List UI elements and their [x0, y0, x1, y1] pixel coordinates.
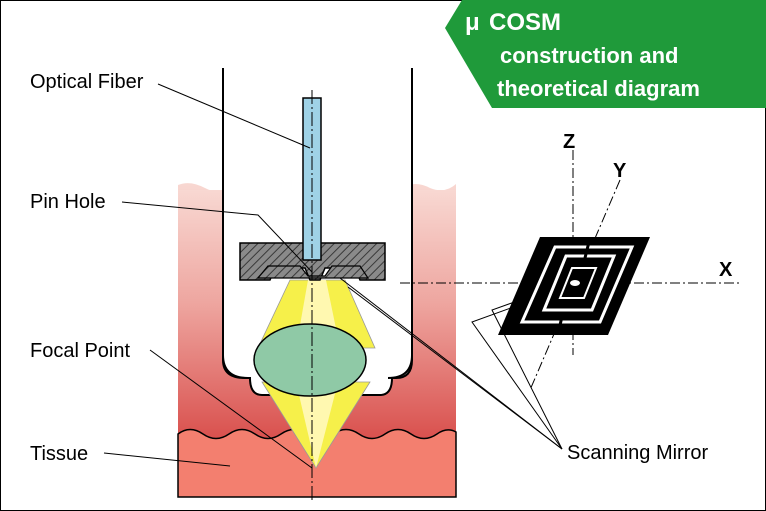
label-pin-hole: Pin Hole — [30, 191, 106, 213]
mirror-hinge-top — [583, 237, 592, 259]
banner-line3: theoretical diagram — [497, 76, 700, 101]
banner-mu: μ — [465, 9, 480, 36]
banner-title: COSM — [489, 9, 561, 36]
axis-y-label: Y — [613, 160, 627, 182]
axis-x-label: X — [719, 259, 733, 281]
leader-scanning-mirror-2 — [339, 277, 563, 450]
title-banner: μ COSM construction and theoretical diag… — [445, 0, 766, 108]
leader-pin-hole — [121, 201, 313, 273]
banner-background — [445, 0, 766, 108]
axis-z-label: Z — [563, 131, 575, 153]
objective-lens — [253, 323, 367, 397]
mirror-ring-1 — [519, 245, 635, 324]
scanning-mirror-plate — [256, 265, 370, 279]
light-cone-lower-inner — [296, 382, 338, 468]
label-tissue: Tissue — [30, 443, 88, 465]
mirror-center-dot — [570, 280, 580, 286]
banner-line2: construction and — [500, 43, 678, 68]
leader-optical-fiber — [157, 83, 311, 149]
mirror-ring-2 — [541, 254, 617, 312]
leader-focal-point — [149, 349, 313, 469]
leader-tissue — [103, 452, 231, 467]
lens-body — [253, 323, 367, 397]
scanning-mirror-3d — [400, 150, 740, 391]
label-focal-point: Focal Point — [30, 340, 130, 362]
label-optical-fiber: Optical Fiber — [30, 71, 144, 93]
probe-outline — [222, 68, 413, 379]
label-scanning-mirror: Scanning Mirror — [567, 442, 709, 464]
mirror-hinge-bottom — [556, 311, 565, 335]
